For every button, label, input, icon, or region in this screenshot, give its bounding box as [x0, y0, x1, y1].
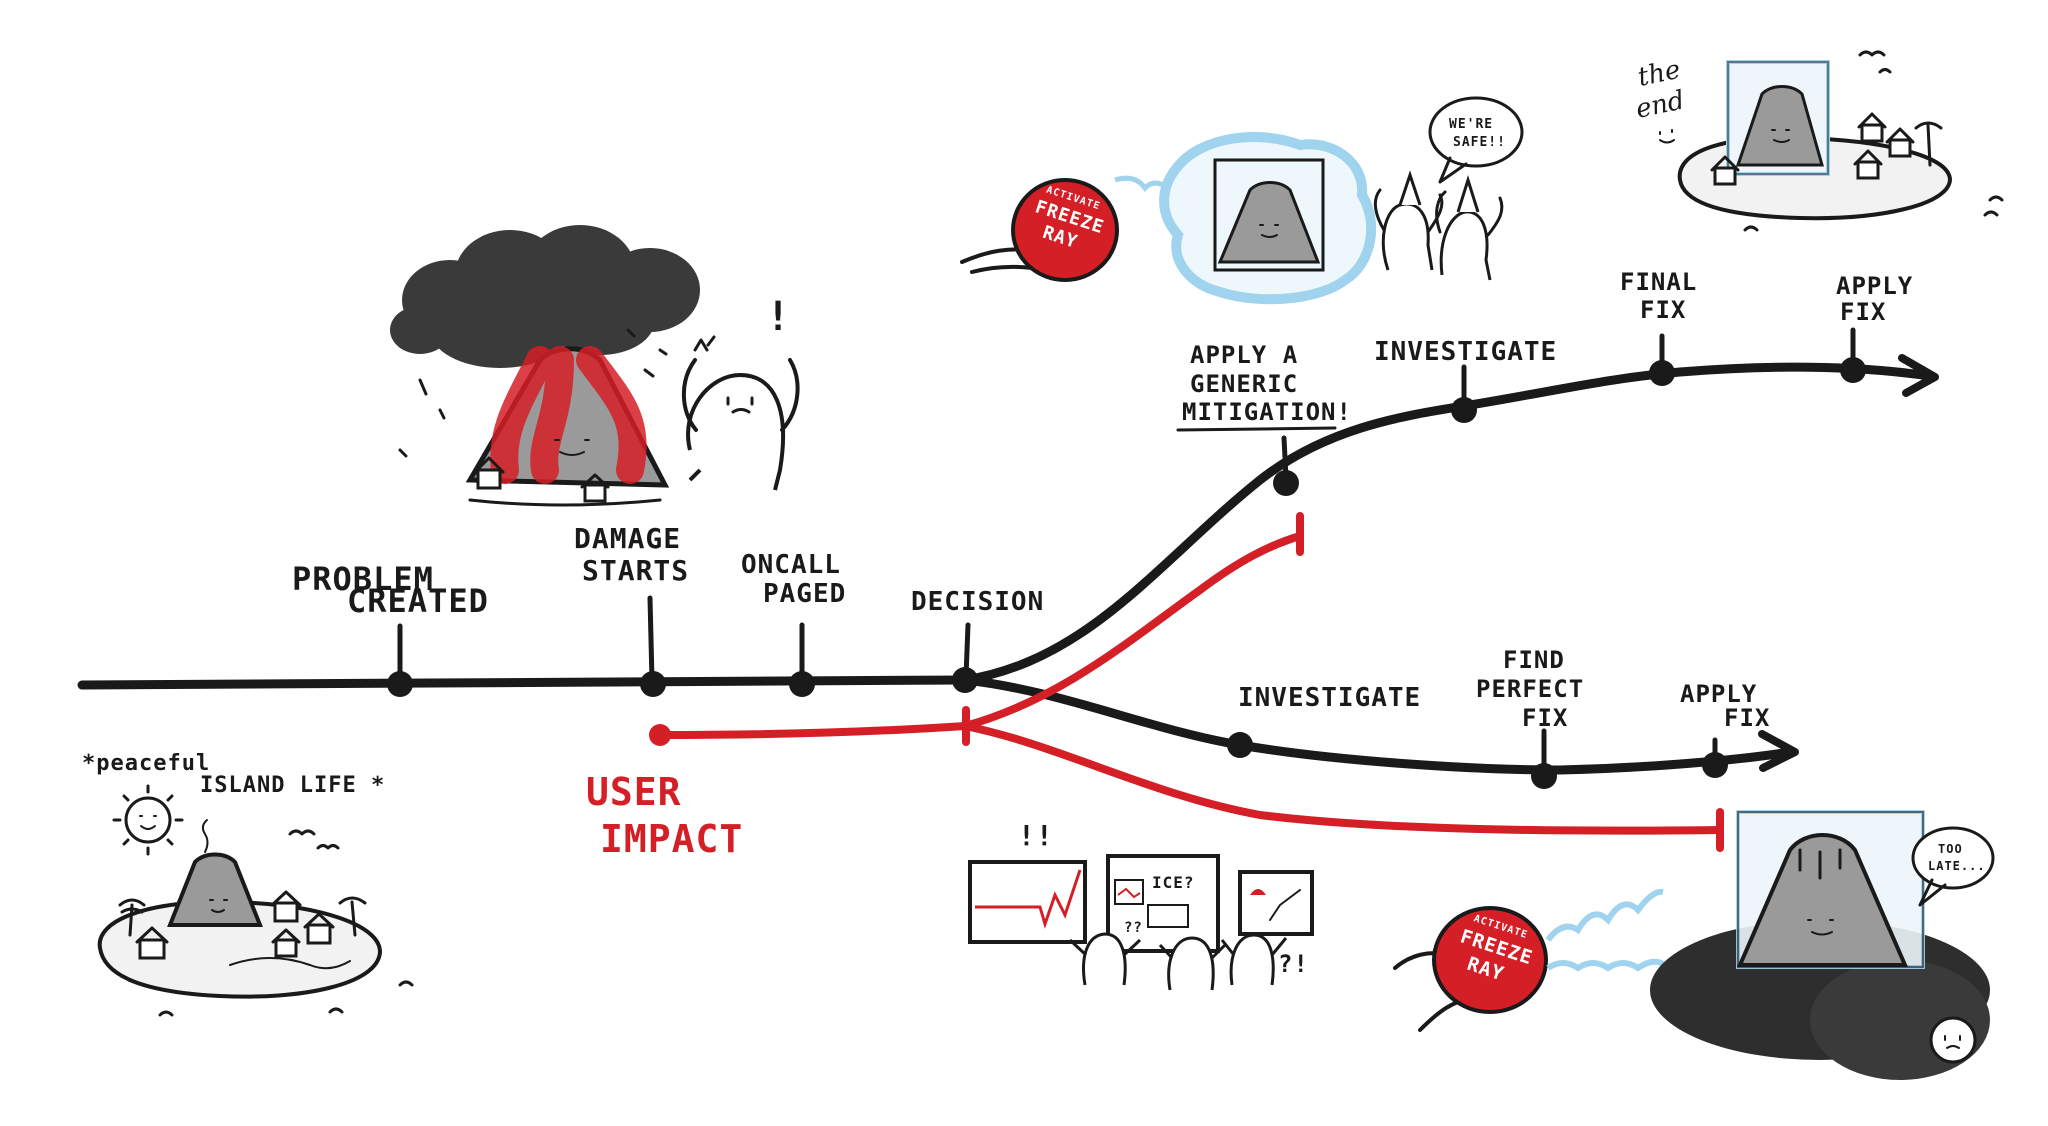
dot-problem-created: [387, 671, 413, 697]
label-final-fix: FIX: [1640, 296, 1686, 324]
speech-safe-line1: WE'RE: [1449, 117, 1493, 132]
the-end-scene: the end: [1633, 50, 2004, 232]
label-final: FINAL: [1620, 268, 1697, 296]
speech-safe-line2: SAFE!!: [1453, 135, 1506, 150]
dot-lower-investigate: [1227, 732, 1253, 758]
upper-labels: APPLY A GENERIC MITIGATION! INVESTIGATE …: [1176, 268, 1913, 432]
label-perfect-fix: FIX: [1522, 704, 1568, 732]
island-icon: [97, 819, 414, 1017]
screens-ice: ICE?: [1152, 873, 1195, 892]
dot-oncall-paged: [789, 671, 815, 697]
label-decision: DECISION: [911, 587, 1044, 617]
freeze-ray-button-top: ACTIVATE FREEZE RAY: [1011, 178, 1119, 282]
dot-final-fix: [1649, 360, 1675, 386]
impact-branch-perfect-fix: [961, 722, 1724, 835]
label-upper-fix: FIX: [1840, 298, 1886, 326]
freeze-ray-button-bottom: ACTIVATE FREEZE RAY: [1432, 906, 1548, 1014]
label-starts: STARTS: [582, 554, 689, 587]
lower-branch-line: [960, 675, 1795, 775]
dot-upper-investigate: [1451, 397, 1477, 423]
speech-bubble-safe: WE'RE SAFE!!: [1428, 96, 1524, 184]
upper-branch-arrowhead: [1898, 354, 1939, 397]
label-ticks: [397, 327, 1856, 774]
exclaim-mark: !: [766, 294, 791, 340]
frozen-volcano-badge: [1159, 132, 1377, 305]
speech-late-line2: LATE...: [1928, 859, 1986, 873]
freeze-ray-bottom-scene: ACTIVATE FREEZE RAY TOO LATE...: [1393, 810, 1995, 1080]
upper-branch-line: [960, 362, 1935, 685]
timeline-dots: [387, 357, 1866, 789]
dashboard-screen-3: [1238, 870, 1314, 936]
label-generic: GENERIC: [1190, 370, 1298, 398]
screens-qq: ??: [1124, 920, 1143, 936]
label-oncall: ONCALL: [741, 550, 841, 580]
dot-upper-apply-fix: [1840, 357, 1866, 383]
user-impact-label: USER IMPACT: [586, 770, 743, 861]
label-find: FIND: [1503, 646, 1565, 674]
lower-branch-arrowhead: [1758, 730, 1799, 772]
erupting-volcano-illustration: [390, 225, 700, 507]
smoke-cloud-icon: [390, 225, 700, 368]
label-upper-apply: APPLY: [1836, 272, 1913, 300]
dot-generic-mitigation: [1273, 470, 1299, 496]
island-caption-2: ISLAND LIFE *: [200, 773, 385, 798]
label-created: CREATED: [347, 582, 489, 620]
label-mitigation: MITIGATION!: [1182, 398, 1352, 426]
impact-start-dot: [649, 724, 671, 746]
label-paged: PAGED: [763, 579, 846, 609]
sun-icon: [112, 784, 184, 856]
label-lower-investigate: INVESTIGATE: [1238, 683, 1421, 713]
too-late-volcano: [1650, 810, 1990, 1080]
dashboard-screen-1: [968, 860, 1087, 944]
celebrating-people-icon: [1373, 170, 1504, 281]
label-lower-fix: FIX: [1724, 704, 1770, 732]
label-lower-apply: APPLY: [1680, 680, 1757, 708]
user-impact-line2: IMPACT: [600, 817, 743, 861]
island-caption-1: *peaceful: [82, 751, 210, 776]
label-upper-investigate: INVESTIGATE: [1374, 337, 1557, 367]
label-problem: PROBLEM: [292, 560, 434, 598]
lower-labels: INVESTIGATE FIND PERFECT FIX APPLY FIX: [1238, 646, 1770, 732]
impact-branch-mitigation: [961, 532, 1304, 730]
speech-bubble-too-late: TOO LATE...: [1911, 826, 1995, 907]
user-impact-line1: USER: [586, 770, 682, 814]
dot-lower-apply-fix: [1702, 752, 1728, 778]
label-perfect: PERFECT: [1476, 675, 1584, 703]
bird-icon: [288, 829, 340, 850]
peaceful-island-illustration: *peaceful ISLAND LIFE *: [82, 751, 414, 1017]
main-labels: PROBLEM CREATED DAMAGE STARTS ONCALL PAG…: [292, 522, 1044, 620]
label-apply-a: APPLY A: [1190, 341, 1298, 369]
dot-find-perfect-fix: [1531, 763, 1557, 789]
dashboard-screen-2: ICE? ??: [1106, 854, 1220, 953]
user-impact-lines: [649, 512, 1724, 852]
dot-decision: [952, 667, 978, 693]
panicking-person-icon: !: [681, 294, 800, 491]
screens-huh: ?!: [1278, 950, 1309, 978]
island-frozen-icon: [1677, 50, 2004, 232]
confused-people-icon: [1068, 932, 1288, 991]
screens-exclaim: !!: [1018, 819, 1054, 852]
speech-late-line1: TOO: [1938, 842, 1963, 856]
dot-damage-starts: [640, 671, 666, 697]
freeze-ray-top-scene: ACTIVATE FREEZE RAY WE'RE SAFE!!: [960, 96, 1524, 305]
confused-dashboards-scene: !! ICE? ?? ?!: [968, 819, 1314, 991]
label-damage: DAMAGE: [574, 522, 681, 555]
